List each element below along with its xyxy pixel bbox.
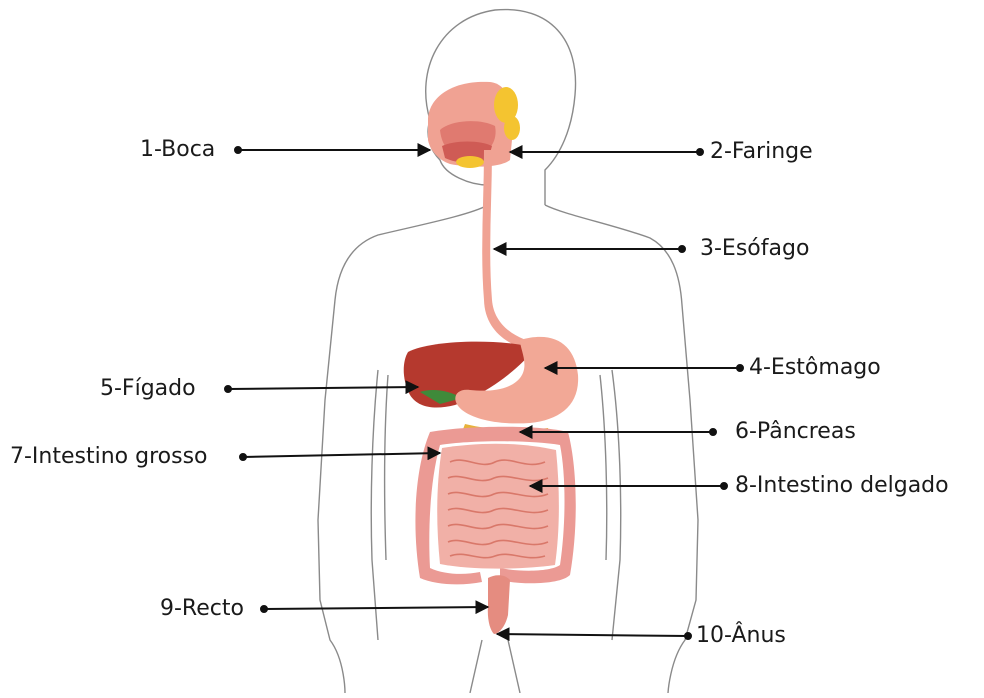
label-boca: 1-Boca — [140, 139, 215, 161]
mouth-region — [428, 82, 520, 168]
esophagus — [482, 150, 555, 355]
figado-arrow — [228, 387, 418, 389]
label-estomago: 4-Estômago — [749, 357, 881, 379]
label-figado: 5-Fígado — [100, 378, 196, 400]
label-recto: 9-Recto — [160, 598, 244, 620]
label-anus: 10-Ânus — [696, 625, 786, 647]
anus-arrow — [497, 634, 688, 636]
label-pancreas: 6-Pâncreas — [735, 421, 856, 443]
small-intestine — [437, 444, 559, 569]
label-faringe: 2-Faringe — [710, 141, 813, 163]
rectum — [488, 575, 510, 634]
label-intestino-grosso: 7-Intestino grosso — [10, 446, 208, 468]
recto-arrow — [264, 607, 488, 609]
intestino-grosso-arrow — [243, 453, 440, 457]
label-esofago: 3-Esófago — [700, 238, 809, 260]
label-intestino-delgado: 8-Intestino delgado — [735, 475, 949, 497]
